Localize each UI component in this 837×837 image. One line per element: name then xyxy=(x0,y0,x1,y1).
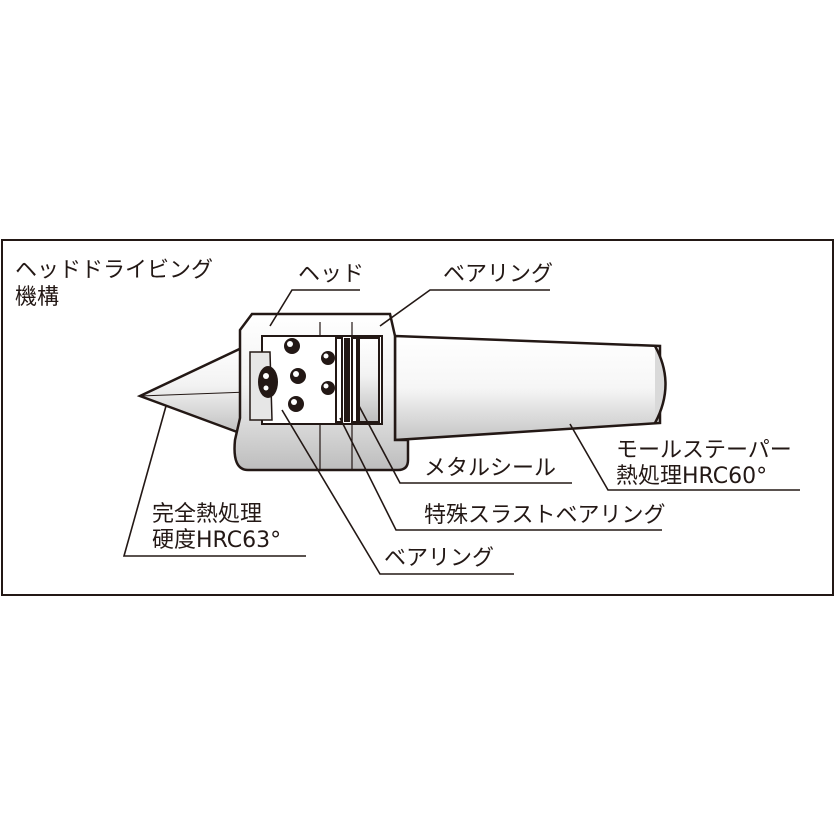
label-hardened-hrc: 硬度HRC63° xyxy=(152,528,282,553)
label-metal-seal: メタルシール xyxy=(424,456,557,481)
diagram-title: ヘッドドライビング xyxy=(15,258,214,283)
label-morse-taper-hrc: 熱処理HRC60° xyxy=(616,464,768,489)
leader-lines xyxy=(122,289,800,575)
label-bearing-bottom: ベアリング xyxy=(384,546,495,571)
label-thrust-bearing: 特殊スラストベアリング xyxy=(424,503,666,528)
diagram-title-line2: 機構 xyxy=(15,285,60,310)
label-head: ヘッド xyxy=(298,262,365,287)
thrust-bearing-rings xyxy=(335,337,380,423)
bearing-balls xyxy=(284,338,335,412)
head-housing xyxy=(233,312,410,472)
center-point-cone xyxy=(136,343,250,438)
label-morse-taper: モールステーパー xyxy=(616,438,792,463)
morse-taper-shank xyxy=(393,334,667,442)
label-hardened: 完全熱処理 xyxy=(152,502,263,527)
label-bearing-top: ベアリング xyxy=(443,262,554,287)
